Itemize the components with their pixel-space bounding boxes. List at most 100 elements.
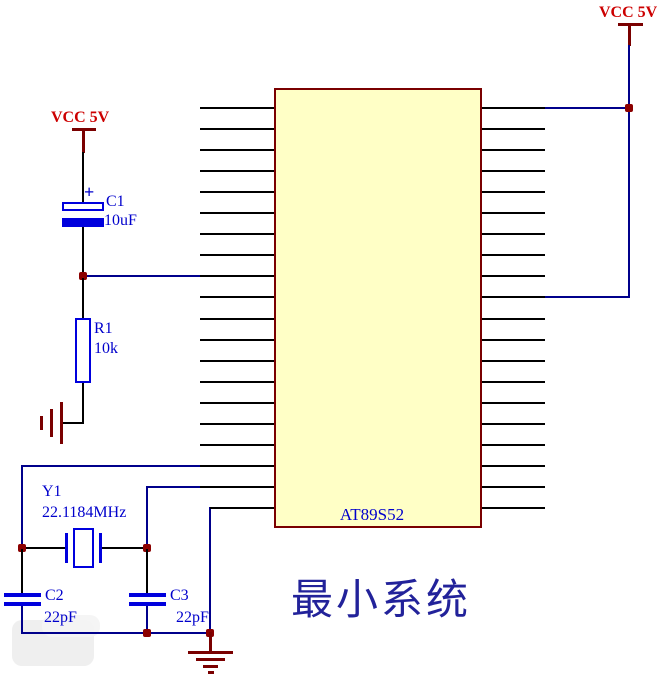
resistor-r1-body <box>75 318 91 383</box>
junction-rst <box>79 272 87 280</box>
ground-bottom-stub <box>209 632 212 652</box>
r1-ground-lead <box>62 422 84 424</box>
pin-24-line <box>482 444 545 446</box>
r1-top-lead <box>82 278 84 318</box>
capacitor-c3-plate-bottom <box>129 602 166 606</box>
crystal-y1-body <box>73 528 94 568</box>
pin-33-label <box>310 244 468 262</box>
xtal1-vertical-wire <box>146 486 148 549</box>
pin-15-number <box>200 383 254 401</box>
pin-6-number <box>200 193 254 211</box>
pin-32-line <box>482 275 545 277</box>
pin-23-label <box>310 455 468 473</box>
pin-31-label <box>310 286 468 304</box>
c1-top-lead <box>82 152 84 202</box>
pin-5-line <box>200 191 274 193</box>
pin-22-line <box>482 486 545 488</box>
pin-38-number <box>497 130 551 148</box>
ground-left-bar2 <box>50 409 53 437</box>
pin-26-label <box>310 392 468 410</box>
pin-16-line <box>200 423 274 425</box>
mcu-chip-name: AT89S52 <box>339 505 405 524</box>
ground-bottom-bar3 <box>203 665 218 668</box>
ground-bottom-bar1 <box>188 651 233 654</box>
ground-left-bar3 <box>40 416 43 430</box>
pin-37-line <box>482 170 545 172</box>
pin-23-line <box>482 465 545 467</box>
vcc-left-stub <box>82 128 85 153</box>
pin-37-label <box>310 160 468 178</box>
pin-39-label <box>310 118 468 136</box>
pin-2-line <box>200 128 274 130</box>
c3-ref: C3 <box>170 587 189 604</box>
pin-33-line <box>482 254 545 256</box>
pin-38-label <box>310 139 468 157</box>
r1-value: 10k <box>94 340 118 357</box>
pin-36-number <box>497 172 551 190</box>
xtal2-wire <box>21 465 214 467</box>
pin-28-line <box>482 360 545 362</box>
pin-17-line <box>200 444 274 446</box>
pin-36-line <box>482 191 545 193</box>
gnd-pin-vertical-wire <box>209 507 211 634</box>
pin-30-label <box>310 308 468 326</box>
pin-29-number <box>497 320 551 338</box>
c3-top-lead <box>146 549 148 594</box>
pin-32-number <box>497 256 551 274</box>
pin-22-label <box>310 476 468 494</box>
pin-34-label <box>310 223 468 241</box>
capacitor-c1-plate-bottom <box>62 218 104 227</box>
c1-plus-sign: + <box>84 182 95 202</box>
junction-xtal-left <box>18 544 26 552</box>
schematic-title: 最小系统 <box>291 578 472 624</box>
pin-4-number <box>200 151 254 169</box>
c2-bottom-lead <box>21 606 23 634</box>
y1-right-lead <box>102 547 147 549</box>
pin-2-number <box>200 109 254 127</box>
pin-24-number <box>497 425 551 443</box>
pin-29-label <box>310 329 468 347</box>
capacitor-c3-plate-top <box>129 593 166 597</box>
pin-4-line <box>200 170 274 172</box>
pin-5-number <box>200 172 254 190</box>
pin-1-line <box>200 107 274 109</box>
pin-3-line <box>200 149 274 151</box>
pin31-ea-wire <box>545 296 629 298</box>
pin-11-line <box>200 318 274 320</box>
c3-bottom-lead <box>146 606 148 634</box>
pin-23-number <box>497 446 551 464</box>
pin-21-line <box>482 507 545 509</box>
pin-21-label <box>310 497 468 515</box>
xtal2-vertical-wire <box>21 465 23 549</box>
pin-20-line <box>210 507 274 509</box>
pin-38-line <box>482 149 545 151</box>
pin-27-label <box>310 371 468 389</box>
crystal-y1-plate-right <box>99 533 102 563</box>
pin-31-number <box>497 277 551 295</box>
pin-34-line <box>482 233 545 235</box>
pin-35-label <box>310 202 468 220</box>
pin-13-number <box>200 341 254 359</box>
ground-bottom-bar2 <box>196 658 225 661</box>
mcu-chip-body <box>274 88 482 528</box>
pin-39-line <box>482 128 545 130</box>
c1-bottom-lead <box>82 227 84 278</box>
xtal1-wire <box>146 486 214 488</box>
pin-15-line <box>200 402 274 404</box>
pin-22-number <box>497 467 551 485</box>
pin-40-label <box>310 97 468 115</box>
y1-left-lead <box>22 547 66 549</box>
pin-12-line <box>200 339 274 341</box>
y1-value: 22.1184MHz <box>42 504 127 521</box>
pin-8-number <box>200 235 254 253</box>
ground-left-bar1 <box>60 402 63 444</box>
ground-bottom-bar4 <box>208 671 214 674</box>
pin-3-number <box>200 130 254 148</box>
vcc-left-label: VCC 5V <box>51 109 110 126</box>
pin-25-label <box>310 413 468 431</box>
pin-19-line <box>200 486 274 488</box>
pin-25-line <box>482 423 545 425</box>
r1-bottom-lead <box>82 383 84 424</box>
junction-vcc-pin40 <box>625 104 633 112</box>
